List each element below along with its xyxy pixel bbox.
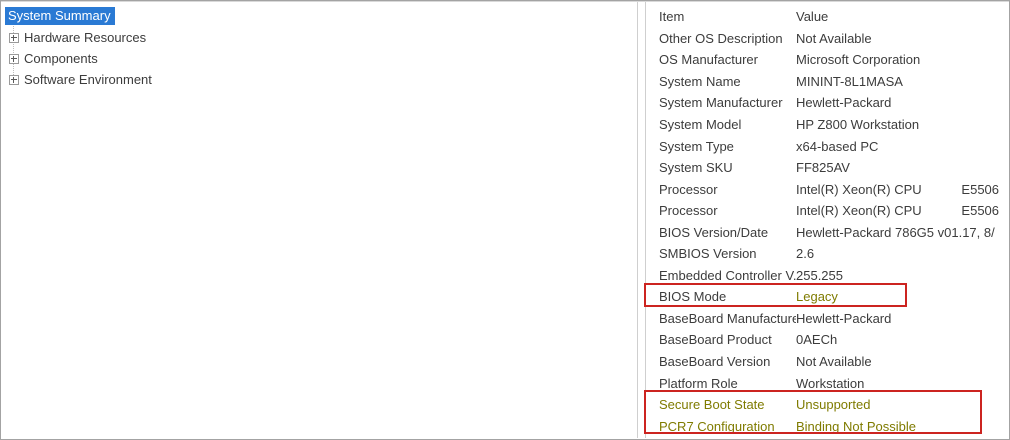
table-row[interactable]: BaseBoard Manufacturer Hewlett-Packard xyxy=(646,308,1008,330)
tree-item-label: Components xyxy=(24,51,98,66)
value-cell: Intel(R) Xeon(R) CPU E5506 xyxy=(796,181,1000,197)
category-tree-pane: System Summary Hardware Resources Compon… xyxy=(2,2,638,438)
item-cell: BIOS Version/Date xyxy=(659,224,769,240)
tree-item-label: Hardware Resources xyxy=(24,30,147,45)
item-cell: System Name xyxy=(659,73,741,89)
tree-item-label: Software Environment xyxy=(24,72,152,87)
table-row[interactable]: BaseBoard Product 0AECh xyxy=(646,329,1008,351)
table-row[interactable]: Other OS Description Not Available xyxy=(646,28,1008,50)
item-cell: Embedded Controller V... xyxy=(659,267,796,283)
item-cell: BaseBoard Version xyxy=(659,354,771,370)
details-pane: Item Value Other OS Description Not Avai… xyxy=(645,2,1008,438)
item-cell: Platform Role xyxy=(659,375,738,391)
value-cell: 2.6 xyxy=(796,246,815,262)
tree-items: Hardware Resources Components Software E… xyxy=(2,27,637,90)
tree-item[interactable]: Hardware Resources xyxy=(2,27,637,48)
table-row[interactable]: System Model HP Z800 Workstation xyxy=(646,114,1008,136)
table-row[interactable]: Processor Intel(R) Xeon(R) CPU E5506 xyxy=(646,178,1008,200)
item-cell: BIOS Mode xyxy=(659,289,727,305)
value-cell: 0AECh xyxy=(796,332,838,348)
item-cell: Secure Boot State xyxy=(659,397,765,413)
value-cell: HP Z800 Workstation xyxy=(796,117,920,132)
item-cell: System Type xyxy=(659,138,734,154)
column-header-value[interactable]: Value xyxy=(796,9,829,25)
table-row[interactable]: PCR7 Configuration Binding Not Possible xyxy=(646,415,1008,437)
item-cell: BaseBoard Product xyxy=(659,332,772,348)
value-cell: Binding Not Possible xyxy=(796,418,916,434)
table-row[interactable]: System Name MININT-8L1MASA xyxy=(646,71,1008,93)
table-row[interactable]: Embedded Controller V... 255.255 xyxy=(646,265,1008,287)
item-cell: OS Manufacturer xyxy=(659,52,758,68)
info-rows: Other OS Description Not Available OS Ma… xyxy=(646,28,1008,437)
tree-connector-line xyxy=(13,26,14,79)
value-cell: Hewlett-Packard xyxy=(796,310,892,326)
table-row[interactable]: Processor Intel(R) Xeon(R) CPU E5506 xyxy=(646,200,1008,222)
tree-item-system-summary[interactable]: System Summary xyxy=(5,7,115,25)
value-cell: FF825AV xyxy=(796,160,850,176)
item-cell: Processor xyxy=(659,203,718,219)
table-row[interactable]: Platform Role Workstation xyxy=(646,372,1008,394)
item-cell: System Model xyxy=(659,117,742,132)
value-cell: Workstation xyxy=(796,375,865,391)
expand-plus-icon[interactable] xyxy=(9,53,19,64)
item-cell: Processor xyxy=(659,181,718,197)
table-row[interactable]: OS Manufacturer Microsoft Corporation xyxy=(646,49,1008,71)
table-row[interactable]: SMBIOS Version 2.6 xyxy=(646,243,1008,265)
item-cell: System Manufacturer xyxy=(659,95,783,111)
value-cell: Intel(R) Xeon(R) CPU E5506 xyxy=(796,203,1000,219)
value-cell: Microsoft Corporation xyxy=(796,52,921,68)
value-cell: 255.255 xyxy=(796,267,843,283)
item-cell: PCR7 Configuration xyxy=(659,418,775,434)
item-cell: SMBIOS Version xyxy=(659,246,757,262)
item-cell: Other OS Description xyxy=(659,30,783,46)
value-cell: Hewlett-Packard 786G5 v01.17, 8/ xyxy=(796,224,995,240)
value-cell: Unsupported xyxy=(796,397,871,413)
table-row[interactable]: System SKU FF825AV xyxy=(646,157,1008,179)
value-cell: Not Available xyxy=(796,354,872,370)
expand-plus-icon[interactable] xyxy=(9,32,19,43)
tree-item[interactable]: Components xyxy=(2,48,637,69)
value-cell: x64-based PC xyxy=(796,138,879,154)
table-row[interactable]: Secure Boot State Unsupported xyxy=(646,394,1008,416)
value-cell: Hewlett-Packard xyxy=(796,95,892,111)
value-cell: Legacy xyxy=(796,289,838,305)
tree-item[interactable]: Software Environment xyxy=(2,69,637,90)
table-row[interactable]: BIOS Version/Date Hewlett-Packard 786G5 … xyxy=(646,221,1008,243)
table-row[interactable]: BaseBoard Version Not Available xyxy=(646,351,1008,373)
column-header-row: Item Value xyxy=(646,6,1008,28)
table-row[interactable]: BIOS Mode Legacy xyxy=(646,286,1008,308)
table-row[interactable]: System Manufacturer Hewlett-Packard xyxy=(646,92,1008,114)
item-cell: BaseBoard Manufacturer xyxy=(659,310,796,326)
table-row[interactable]: System Type x64-based PC xyxy=(646,135,1008,157)
column-header-item[interactable]: Item xyxy=(659,9,685,25)
value-cell: Not Available xyxy=(796,30,872,46)
value-cell: MININT-8L1MASA xyxy=(796,73,903,89)
expand-plus-icon[interactable] xyxy=(9,74,19,85)
item-cell: System SKU xyxy=(659,160,733,176)
